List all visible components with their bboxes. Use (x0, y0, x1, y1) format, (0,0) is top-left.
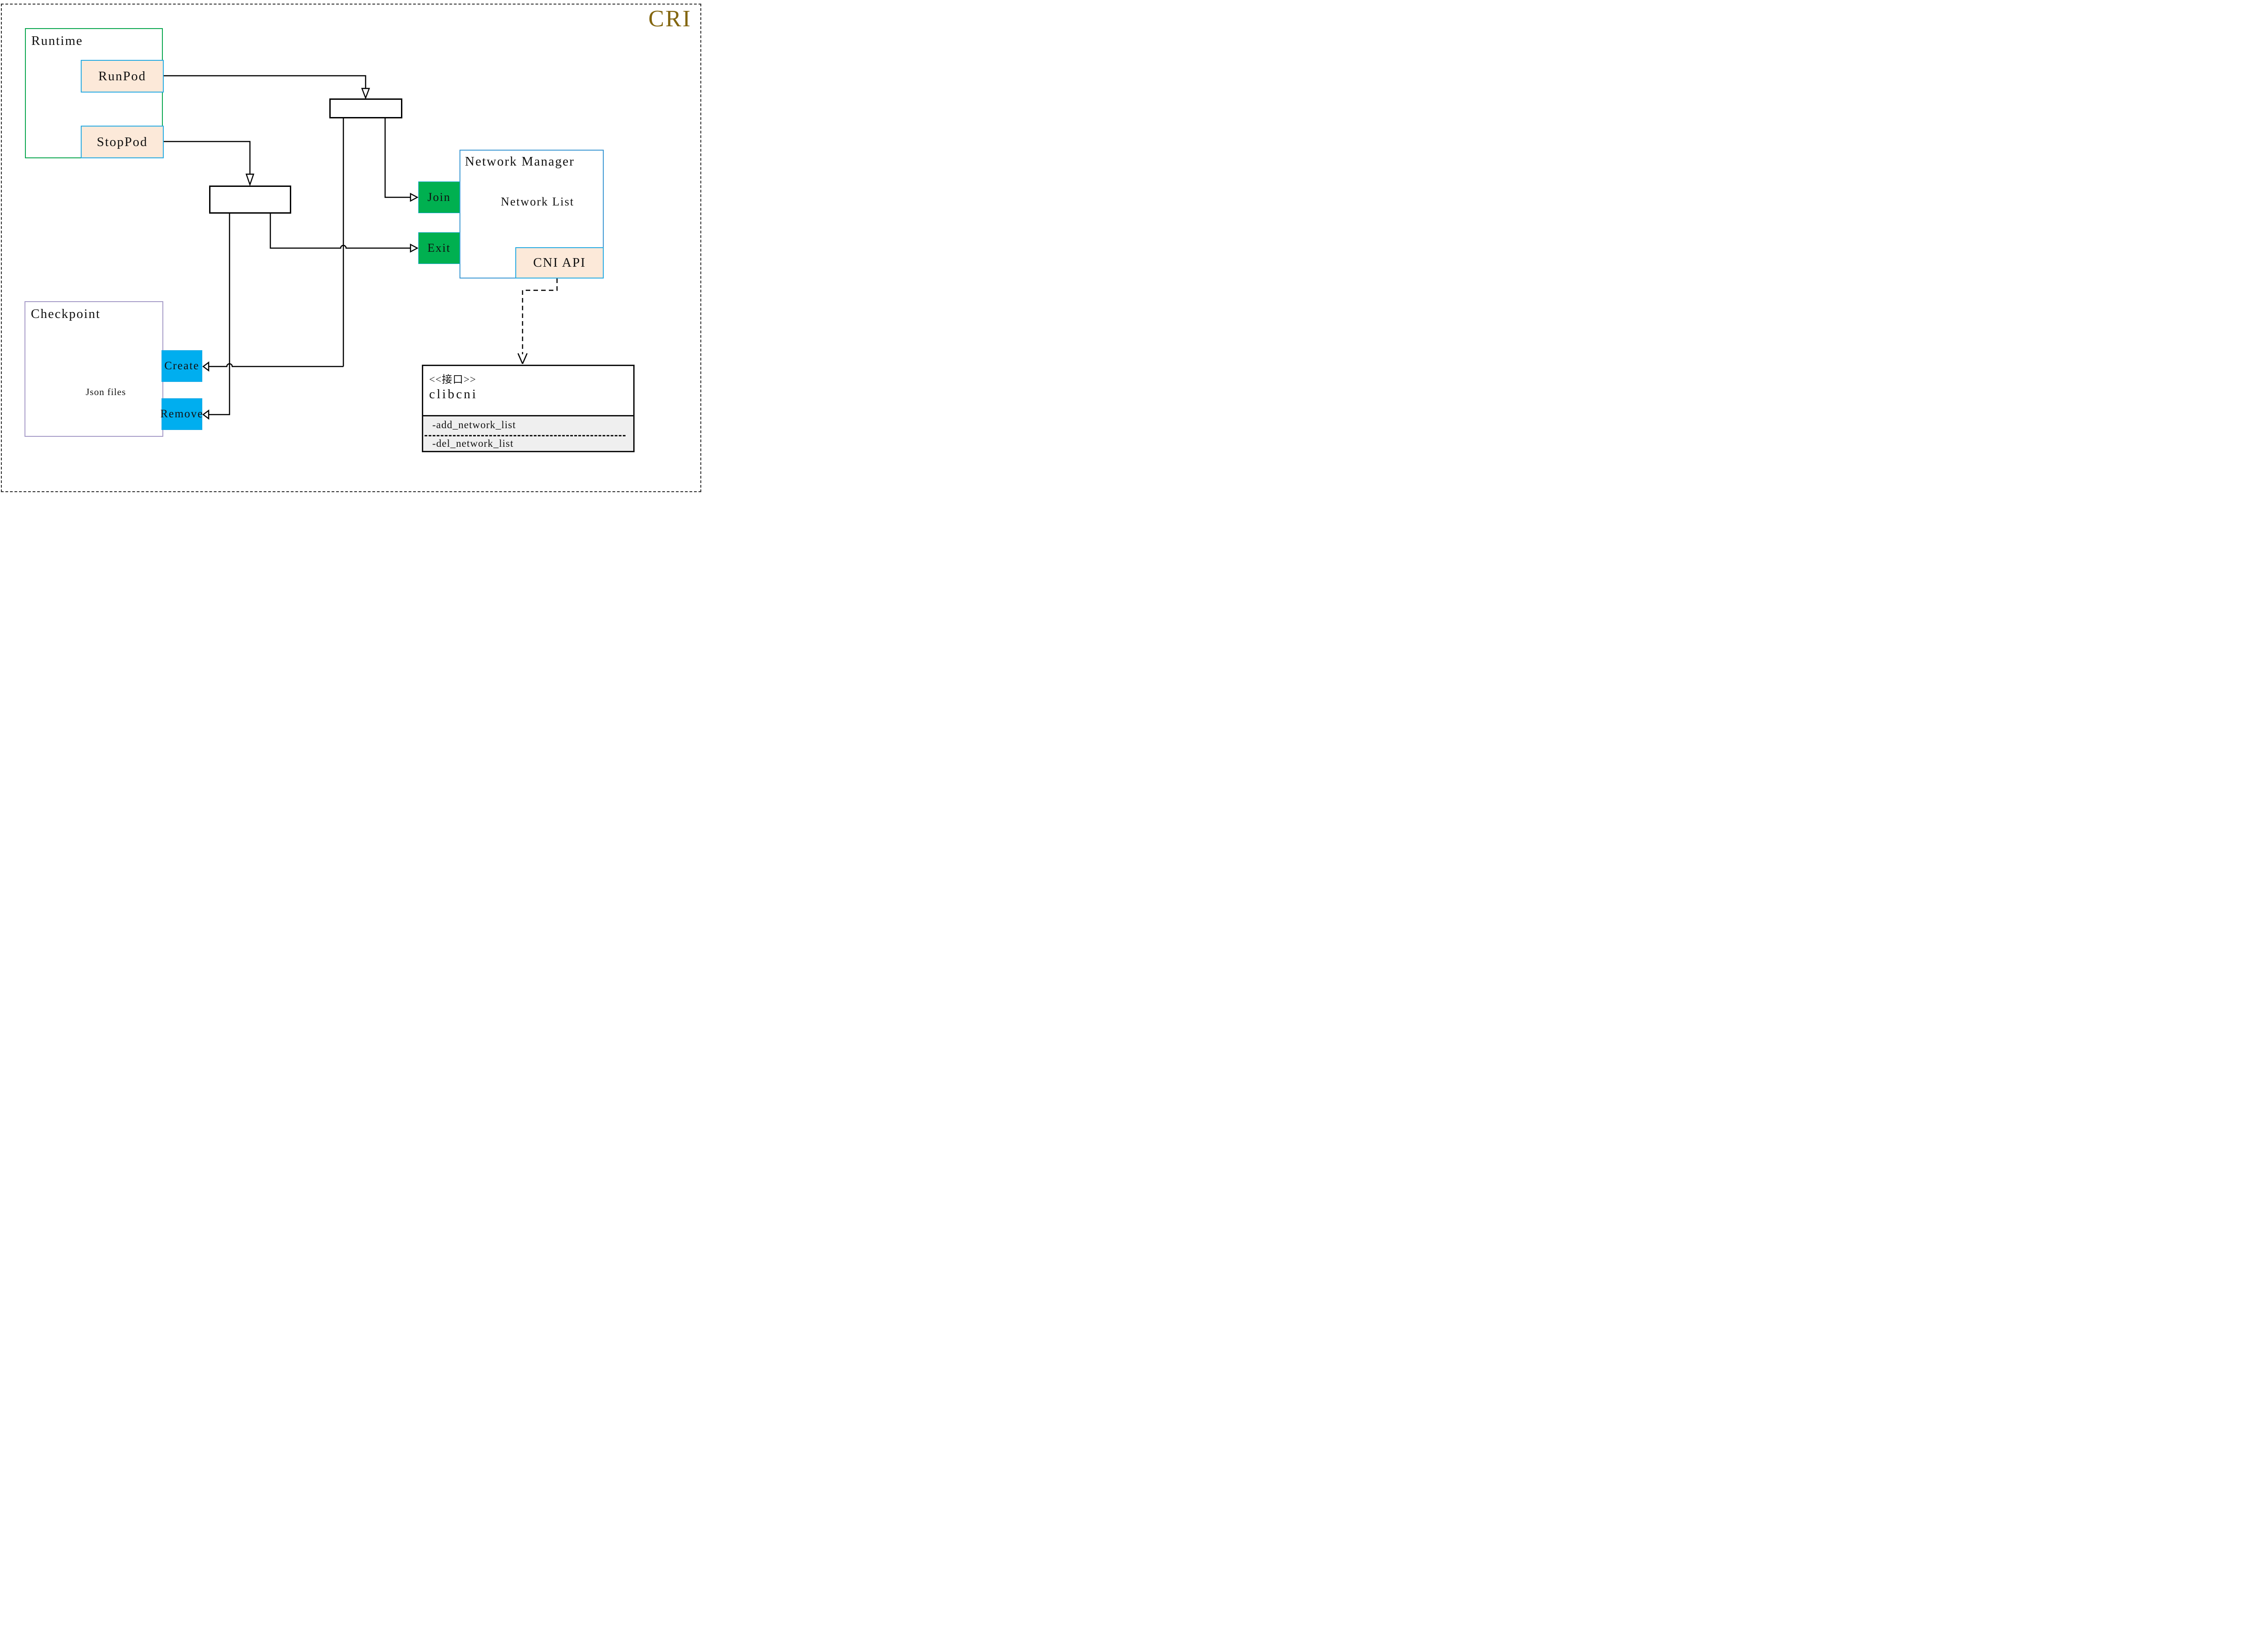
runtime-title: Runtime (31, 34, 83, 48)
edge-relay-to-join (384, 118, 410, 198)
json-files-label: Json files (86, 386, 126, 397)
exit-label: Exit (427, 241, 451, 254)
cri-title: CRI (648, 6, 692, 32)
edge-cniapi-to-clibcni (522, 279, 558, 354)
relay-box-stoppod (209, 186, 291, 214)
remove-label: Remove (160, 408, 204, 420)
stoppod-label: StopPod (97, 134, 148, 149)
runpod-label: RunPod (98, 68, 147, 83)
edge-stoppod-to-relay (164, 141, 251, 174)
arrowhead-into-remove (202, 409, 210, 420)
create-label: Create (164, 360, 200, 372)
relay-box-runpod (329, 98, 402, 118)
network-list-label: Network List (501, 195, 574, 208)
clibcni-interface-box: <<接口>> clibcni -add_network_list -del_ne… (422, 365, 635, 452)
remove-node: Remove (160, 398, 204, 430)
diagram-canvas: CRI (0, 0, 703, 494)
create-node: Create (161, 350, 202, 382)
arrowhead-into-relay-a (361, 88, 370, 100)
checkpoint-title: Checkpoint (31, 307, 101, 321)
exit-node: Exit (418, 232, 460, 264)
method-divider (425, 435, 626, 436)
network-manager-title: Network Manager (465, 154, 575, 169)
interface-name: clibcni (429, 387, 478, 401)
method-add-network-list: -add_network_list (432, 419, 516, 430)
checkpoint-group: Checkpoint (24, 301, 163, 437)
clibcni-methods-compartment: -add_network_list -del_network_list (423, 415, 633, 451)
join-label: Join (427, 191, 451, 204)
edge-runpod-to-relay (164, 75, 367, 88)
cni-api-label: CNI API (533, 255, 586, 270)
edge-relay-to-exit (269, 214, 410, 249)
arrowhead-into-join (410, 193, 419, 202)
arrowhead-into-create (202, 361, 210, 372)
method-del-network-list: -del_network_list (432, 438, 514, 449)
cni-api-node: CNI API (515, 247, 604, 279)
join-node: Join (418, 181, 460, 213)
arrowhead-into-clibcni (517, 353, 528, 364)
runpod-node: RunPod (81, 60, 164, 93)
interface-stereotype: <<接口>> (429, 374, 476, 385)
stoppod-node: StopPod (81, 126, 164, 158)
page-dashed-border (1, 4, 701, 492)
edge-relay-to-remove (209, 214, 230, 415)
arrowhead-into-exit (410, 244, 419, 253)
clibcni-header: <<接口>> clibcni (423, 366, 633, 415)
arrowhead-into-relay-b (245, 173, 254, 186)
